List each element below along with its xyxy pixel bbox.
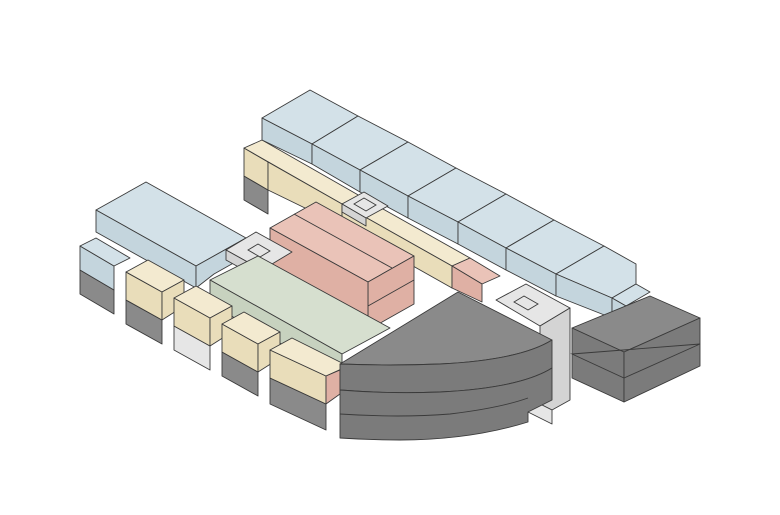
pav4-pink-end	[325, 369, 341, 405]
right-dark-side	[623, 317, 701, 403]
rear-skylight-side	[341, 203, 367, 227]
right-dark-block	[570, 295, 701, 403]
right-dark-floorline	[570, 343, 701, 379]
curved-dark-block	[339, 291, 553, 441]
left-cream-pavilions	[125, 259, 349, 431]
right-skylight-inner	[513, 295, 539, 311]
left-blue-wing	[79, 181, 247, 315]
left-small-blue-top	[79, 237, 131, 267]
curved-lower-face	[339, 367, 553, 441]
rear-skylight-inner	[353, 197, 377, 212]
pink-right-block	[451, 257, 501, 303]
pink-front-right-mid	[367, 279, 415, 307]
rear-skylight	[341, 191, 389, 227]
pink-right-front	[451, 265, 483, 303]
curved-floor-line	[339, 397, 529, 417]
left-skylight-inner	[247, 243, 271, 258]
